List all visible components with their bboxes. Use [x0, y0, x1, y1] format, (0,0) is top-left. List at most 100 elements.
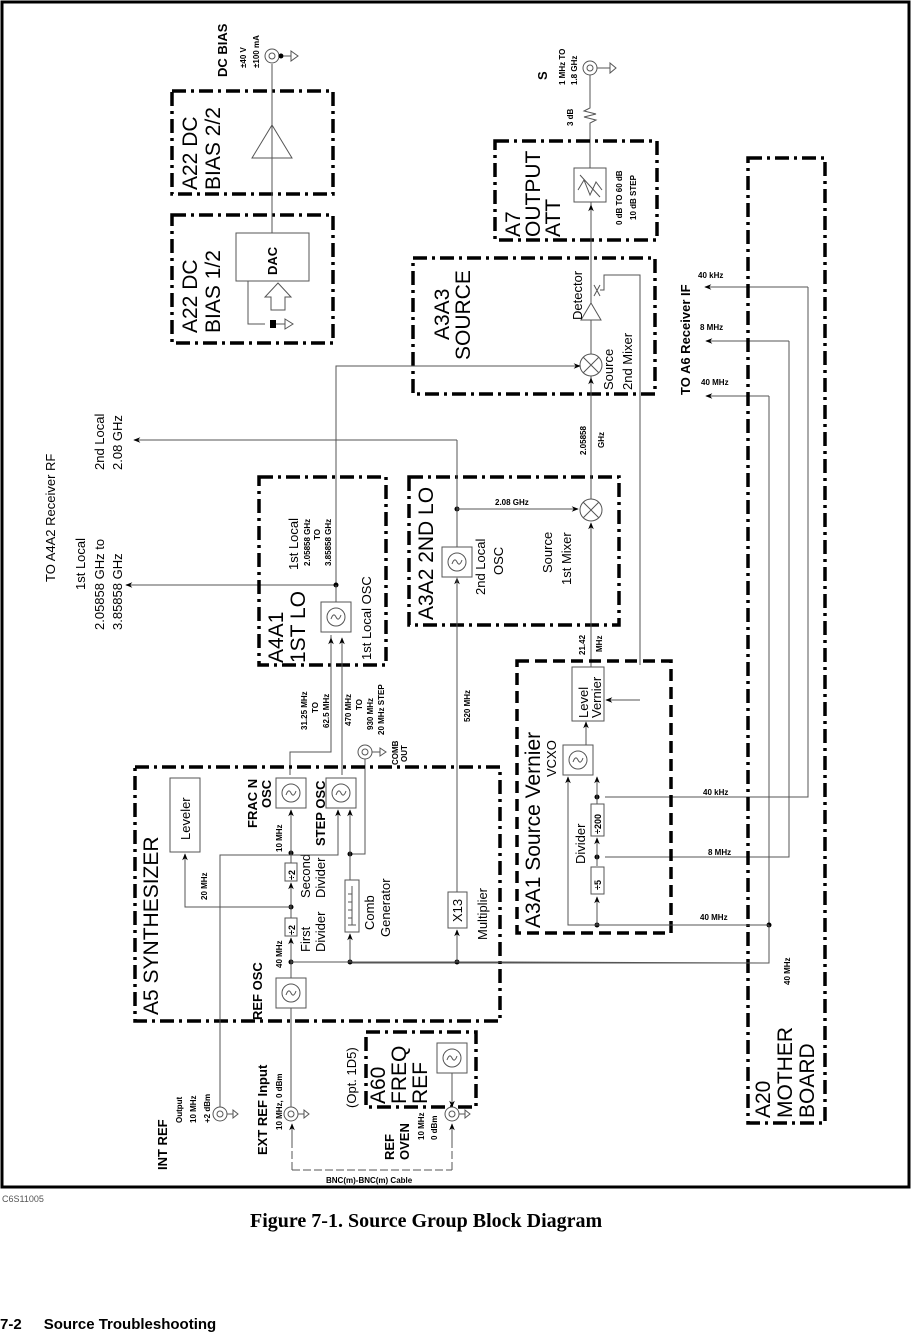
lo1-label-b: 2.05858 GHz to [92, 539, 107, 630]
a3a2-freq: 2.08 GHz [495, 498, 529, 507]
a4a1-osc-label: 1st Local OSC [359, 576, 374, 660]
ref-oven-l2: OVEN [397, 1123, 412, 1160]
block-a3a1-source-vernier: A3A1 Source Vernier VCXO Level Vernier D… [515, 659, 673, 935]
a3a2-osc-1: 2nd Local [473, 539, 488, 595]
second-label-2: Divider [313, 857, 328, 898]
s-port-range1: 1 MHz TO [558, 49, 567, 85]
a4a1-line2: 1ST LO [287, 591, 310, 663]
s-port-range2: 1.8 GHz [570, 56, 579, 85]
to-a4a2-label: TO A4A2 Receiver RF [43, 454, 58, 582]
lo2-label-a: 2nd Local [92, 414, 107, 470]
leveler-box [169, 777, 201, 853]
bus-f3: 40 MHz [700, 913, 728, 922]
block-a7-output-att: A7 OUTPUT ATT 0 dB TO 60 dB 10 dB STEP [493, 139, 659, 242]
to-a6-f1: 40 kHz [698, 271, 723, 280]
first-label-2: Divider [313, 911, 328, 952]
mixer2-label1: Source [601, 349, 616, 390]
fracn-out-2: TO [311, 702, 320, 713]
ref-osc-label: REF OSC [250, 962, 265, 1020]
attenuator-icon [573, 167, 607, 203]
div2-b: ÷2 [287, 925, 297, 935]
a22-2-line1: A22 DC [179, 116, 202, 190]
source-2nd-mixer-icon [579, 353, 603, 377]
lo1-label-c: 3.85858 GHz [110, 553, 125, 630]
ext-ref-connector-icon [283, 1106, 299, 1122]
div5-label: ÷5 [593, 880, 603, 890]
div2-a: ÷2 [287, 870, 297, 880]
a3a3-line2: SOURCE [452, 270, 475, 360]
a60-line1: A60 [367, 1067, 390, 1104]
a7-line2: OUTPUT [522, 151, 545, 238]
page-number: 7-2 [0, 1316, 22, 1333]
source-1st-mixer-icon [579, 498, 603, 522]
mix-out-1: 2.05858 [579, 426, 588, 455]
detector-label: Detector [570, 270, 585, 320]
mixer2-label2: 2nd Mixer [620, 332, 635, 390]
ext-ref-l1: EXT REF Input [255, 1064, 270, 1155]
vernier-out-1: 21.42 [578, 634, 587, 655]
dc-bias-connector-icon [264, 48, 280, 64]
a3a3-line1: A3A3 [431, 289, 454, 340]
pad-3db-icon [582, 75, 598, 168]
step-out-2: TO [355, 699, 364, 710]
to-a6-f3: 40 MHz [701, 378, 729, 387]
ref-oven-connector-icon [444, 1106, 460, 1122]
a60-line2: FREQ [388, 1046, 411, 1104]
bus-f1: 40 kHz [703, 788, 728, 797]
bnc-cable-label: BNC(m)-BNC(m) Cable [326, 1176, 413, 1185]
block-a3a2-2nd-lo: A3A2 2ND LO 2nd Local OSC 2.08 GHz Sourc… [407, 440, 621, 627]
source-group-block-diagram: A22 DC BIAS 2/2 A22 DC BIAS 1/2 DAC DC B… [0, 0, 911, 1189]
a20-line3: BOARD [796, 1043, 819, 1118]
block-a22-bias-2: A22 DC BIAS 2/2 [170, 89, 335, 196]
lo2-label-b: 2.08 GHz [110, 415, 125, 470]
a7-line1: A7 [502, 211, 525, 237]
a3a2-osc-2: OSC [491, 547, 506, 575]
int-ref-l3: 10 MHz [189, 1095, 198, 1123]
dc-bias-voltage: ±40 V [239, 46, 248, 68]
s-port-connector-icon [582, 60, 598, 76]
multiplier-label: Multiplier [475, 887, 490, 940]
comb-label-2: Generator [378, 878, 393, 937]
a60-oven-osc-icon [436, 1042, 468, 1074]
step-osc-icon [325, 777, 357, 809]
fracn-out-3: 62.5 MHz [322, 694, 331, 728]
block-a60-freq-ref: (Opt. 1D5) A60 FREQ REF [344, 1030, 478, 1109]
a60-line3: REF [409, 1062, 432, 1104]
second-label-1: Second [298, 854, 313, 898]
lo1-label-a: 1st Local [73, 538, 88, 590]
a4a1-out2: 2.05858 GHz [303, 519, 312, 566]
comb-out-1: COMB [391, 740, 400, 765]
fracn-out-1: 31.25 MHz [300, 691, 309, 730]
block-a20-mother-board: A20 MOTHER BOARD 40 MHz [746, 156, 827, 1125]
a5-title: A5 SYNTHESIZER [140, 836, 163, 1015]
a20-line1: A20 [752, 1081, 775, 1118]
bus-f2: 8 MHz [708, 848, 731, 857]
vernier-out-2: MHz [595, 636, 604, 652]
to-a6-f2: 8 MHz [700, 323, 723, 332]
comb-out-2: OUT [400, 745, 409, 762]
a20-40mhz: 40 MHz [783, 957, 792, 985]
a7-line3: ATT [542, 199, 565, 237]
dac-label: DAC [265, 246, 280, 275]
pad-3db-label: 3 dB [566, 108, 575, 126]
frac-n-osc-icon [275, 777, 307, 809]
a3a2-title: A3A2 2ND LO [415, 487, 438, 620]
divide-5-box [590, 866, 605, 895]
ref-osc-icon [275, 977, 307, 1009]
int-ref-l4: +2 dBm [203, 1094, 212, 1123]
1st-local-osc-icon [320, 601, 352, 633]
to-a6-label: TO A6 Receiver IF [678, 284, 693, 395]
figure-code: C6S11005 [2, 1194, 44, 1204]
a3a2-mix-2: 1st Mixer [559, 532, 574, 585]
block-a5-synthesizer: A5 SYNTHESIZER Leveler FRAC N OSC STEP O… [133, 765, 502, 1023]
2nd-local-osc-icon [441, 546, 473, 578]
block-a3a3-source: A3A3 SOURCE Detector Source 2nd Mixer [411, 256, 657, 665]
a7-range: 0 dB TO 60 dB [615, 170, 624, 225]
ref-oven-l1: REF [382, 1134, 397, 1160]
a5-20mhz: 20 MHz [200, 872, 209, 900]
int-ref-connector-icon [212, 1106, 228, 1122]
first-label-1: First [298, 926, 313, 952]
int-ref-l1: INT REF [155, 1119, 170, 1170]
fracn-label-1: FRAC N [245, 779, 260, 828]
a60-opt: (Opt. 1D5) [344, 1047, 359, 1108]
